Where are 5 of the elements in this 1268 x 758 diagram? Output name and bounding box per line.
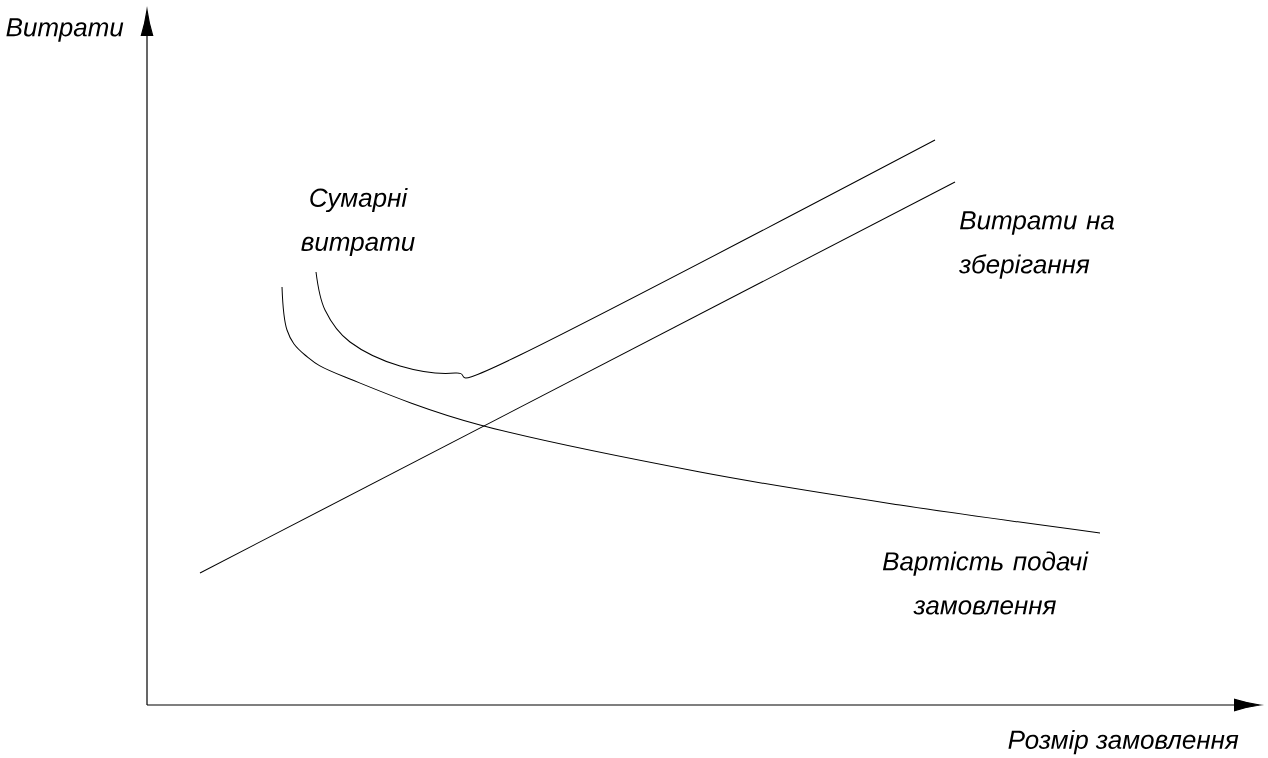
axis-label: Розмір замовлення — [1008, 729, 1239, 755]
axis-label: Витрати — [6, 18, 124, 42]
curve-label: Сумарні витрати — [301, 187, 415, 257]
curve-label: Витрати на зберігання — [959, 211, 1114, 279]
curve-label: Вартість подачі замовлення — [882, 551, 1089, 615]
